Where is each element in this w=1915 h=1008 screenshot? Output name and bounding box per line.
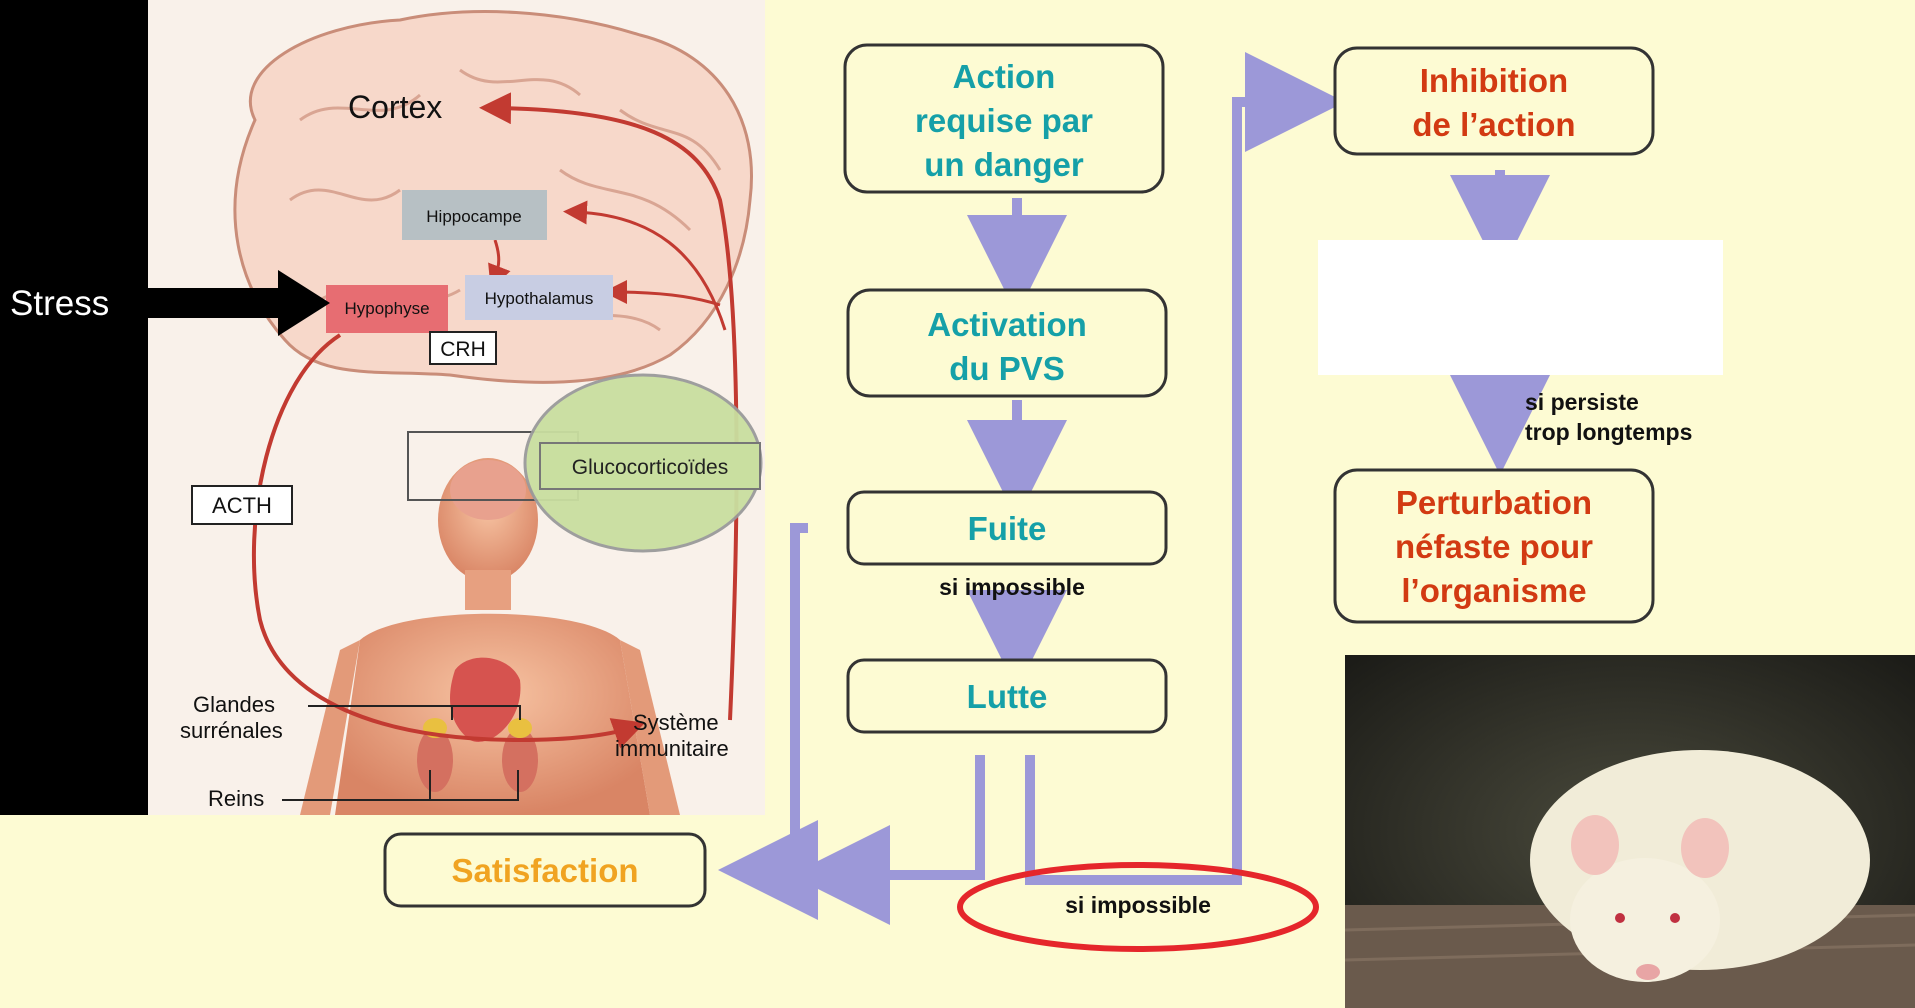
perturbation-line-1: Perturbation <box>1396 484 1592 521</box>
rat-photo <box>1345 655 1915 1008</box>
activation-line-1: Activation <box>927 306 1087 343</box>
flow-box-activation: Activation du PVS <box>848 290 1166 396</box>
flow-box-perturbation: Perturbation néfaste pour l’organisme <box>1335 470 1653 622</box>
si-impossible-label-1: si impossible <box>939 574 1085 600</box>
activation-line-2: du PVS <box>949 350 1065 387</box>
action-line-3: un danger <box>924 146 1084 183</box>
acth-label: ACTH <box>212 493 272 518</box>
hippocampe-label: Hippocampe <box>426 207 521 226</box>
systeme-label-1: Système <box>633 710 719 735</box>
glucocorticoides-label: Glucocorticoïdes <box>572 456 728 479</box>
flow-box-inhibition: Inhibition de l’action <box>1335 48 1653 154</box>
action-line-2: requise par <box>915 102 1093 139</box>
satisfaction-label: Satisfaction <box>451 852 638 889</box>
black-side-band <box>0 0 148 815</box>
lutte-label: Lutte <box>967 678 1048 715</box>
si-impossible-label-2: si impossible <box>1065 892 1211 918</box>
flow-box-action: Action requise par un danger <box>845 45 1163 192</box>
fuite-label: Fuite <box>968 510 1047 547</box>
perturbation-line-2: néfaste pour <box>1395 528 1593 565</box>
perturbation-line-3: l’organisme <box>1401 572 1586 609</box>
crh-label: CRH <box>440 338 486 361</box>
si-persiste-line-2: trop longtemps <box>1525 419 1692 445</box>
inhibition-line-2: de l’action <box>1412 106 1575 143</box>
inhibition-line-1: Inhibition <box>1420 62 1568 99</box>
hypophyse-label: Hypophyse <box>344 299 429 318</box>
flow-box-fuite: Fuite <box>848 492 1166 564</box>
flow-box-satisfaction: Satisfaction <box>385 834 705 906</box>
reins-label: Reins <box>208 786 264 811</box>
action-line-1: Action <box>953 58 1056 95</box>
hypothalamus-label: Hypothalamus <box>485 289 594 308</box>
cortex-label: Cortex <box>348 89 442 125</box>
glandes-label-2: surrénales <box>180 718 283 743</box>
systeme-label-2: immunitaire <box>615 736 729 761</box>
blank-placeholder-box <box>1318 240 1723 375</box>
glandes-label-1: Glandes <box>193 692 275 717</box>
flow-box-lutte: Lutte <box>848 660 1166 732</box>
si-persiste-line-1: si persiste <box>1525 389 1639 415</box>
hpa-axis-illustration: Cortex Hippocampe Hypothalamus Hypophyse… <box>0 0 765 815</box>
stress-label: Stress <box>10 284 109 323</box>
